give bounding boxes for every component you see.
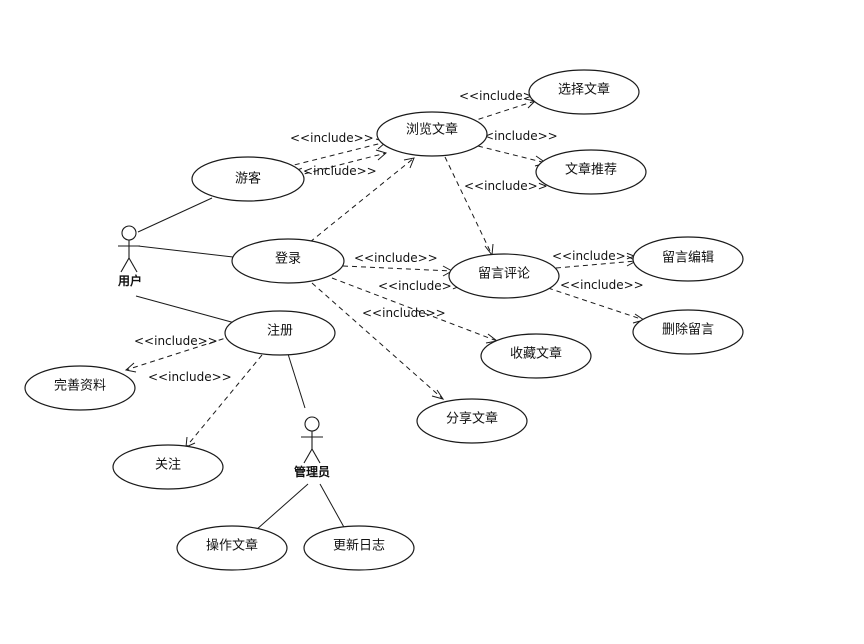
actor-head xyxy=(121,225,137,241)
use-case-login[interactable]: 登录 xyxy=(231,238,345,284)
actor-label: 用户 xyxy=(117,273,142,288)
use-case-recommend[interactable]: 文章推荐 xyxy=(535,149,647,195)
arrowhead xyxy=(124,362,137,373)
actor-admin[interactable]: 管理员 xyxy=(294,416,330,479)
use-case-label: 完善资料 xyxy=(54,378,106,394)
arrowhead xyxy=(375,149,388,161)
use-case-comment[interactable]: 留言评论 xyxy=(448,253,560,299)
actor-label: 管理员 xyxy=(294,464,330,479)
use-cases: 游客 浏览文章 选择文章 文章推荐 登录 留言评论 留言编辑 删除留言 xyxy=(24,69,744,571)
arrowhead xyxy=(403,157,415,169)
assoc-user-login xyxy=(137,245,234,258)
use-case-label: 游客 xyxy=(235,171,261,187)
use-case-follow[interactable]: 关注 xyxy=(112,444,224,490)
dep-comment-edit xyxy=(555,260,637,269)
assoc-admin-operate xyxy=(255,483,309,531)
use-case-delete-comment[interactable]: 删除留言 xyxy=(632,309,744,355)
dep-comment-delete xyxy=(547,287,645,321)
use-case-label: 分享文章 xyxy=(446,411,498,427)
include-dependencies xyxy=(124,98,646,448)
dep-login-browse xyxy=(309,157,415,243)
dep-browse-comment xyxy=(444,156,493,256)
use-case-register[interactable]: 注册 xyxy=(224,310,336,356)
include-label: <<include>> xyxy=(293,164,377,178)
dep-login-comment xyxy=(342,265,453,272)
actor-user[interactable]: 用户 xyxy=(117,225,142,288)
use-case-label: 操作文章 xyxy=(206,538,258,554)
actor-leg xyxy=(128,257,138,273)
arrowhead xyxy=(431,389,445,400)
use-case-label: 浏览文章 xyxy=(406,122,458,138)
include-label: <<include>> xyxy=(378,279,462,293)
use-case-label: 注册 xyxy=(267,324,293,339)
stereotype-labels: <<include>> <<include>> <<include>> <<in… xyxy=(134,89,644,384)
assoc-admin-log xyxy=(319,483,346,530)
use-case-label: 留言编辑 xyxy=(662,251,714,266)
dep-login-collect xyxy=(331,277,498,342)
use-case-share[interactable]: 分享文章 xyxy=(416,398,528,444)
dep-visitor-browse-2 xyxy=(295,152,387,177)
assoc-user-visitor xyxy=(137,197,213,233)
use-case-label: 关注 xyxy=(155,458,181,473)
dep-login-share xyxy=(311,282,444,400)
use-case-browse[interactable]: 浏览文章 xyxy=(376,111,488,157)
dep-browse-select xyxy=(469,100,536,123)
include-label: <<include>> xyxy=(148,370,232,384)
include-label: <<include>> xyxy=(459,89,543,103)
use-case-label: 文章推荐 xyxy=(565,162,617,178)
actor-leg xyxy=(120,257,130,273)
dep-register-follow xyxy=(185,354,263,448)
use-case-log[interactable]: 更新日志 xyxy=(303,525,415,571)
use-case-label: 收藏文章 xyxy=(510,346,562,362)
use-case-collect[interactable]: 收藏文章 xyxy=(480,333,592,379)
associations xyxy=(135,197,346,531)
include-label: <<include>> xyxy=(552,249,636,263)
use-case-label: 留言评论 xyxy=(478,267,530,282)
use-case-label: 登录 xyxy=(275,252,301,267)
dep-browse-recommend xyxy=(477,145,547,164)
use-case-select[interactable]: 选择文章 xyxy=(528,69,640,115)
include-label: <<include>> xyxy=(354,251,438,265)
use-case-label: 更新日志 xyxy=(333,538,385,554)
dep-visitor-browse-1 xyxy=(285,141,387,168)
use-case-profile[interactable]: 完善资料 xyxy=(24,365,136,411)
use-case-visitor[interactable]: 游客 xyxy=(191,156,305,202)
assoc-user-register xyxy=(135,295,236,324)
use-case-label: 选择文章 xyxy=(558,82,610,98)
use-case-edit-comment[interactable]: 留言编辑 xyxy=(632,236,744,282)
include-label: <<include>> xyxy=(362,306,446,320)
actor-head xyxy=(304,416,320,432)
include-label: <<include>> xyxy=(290,131,374,145)
use-case-label: 删除留言 xyxy=(662,323,714,338)
include-label: <<include>> xyxy=(464,179,548,193)
dep-register-profile xyxy=(125,335,233,371)
actor-leg xyxy=(303,448,313,464)
use-case-operate[interactable]: 操作文章 xyxy=(176,525,288,571)
include-label: <<include>> xyxy=(134,334,218,348)
assoc-register-admin xyxy=(287,353,306,409)
include-label: <<include>> xyxy=(474,129,558,143)
include-label: <<include>> xyxy=(560,278,644,292)
actor-leg xyxy=(311,448,321,464)
